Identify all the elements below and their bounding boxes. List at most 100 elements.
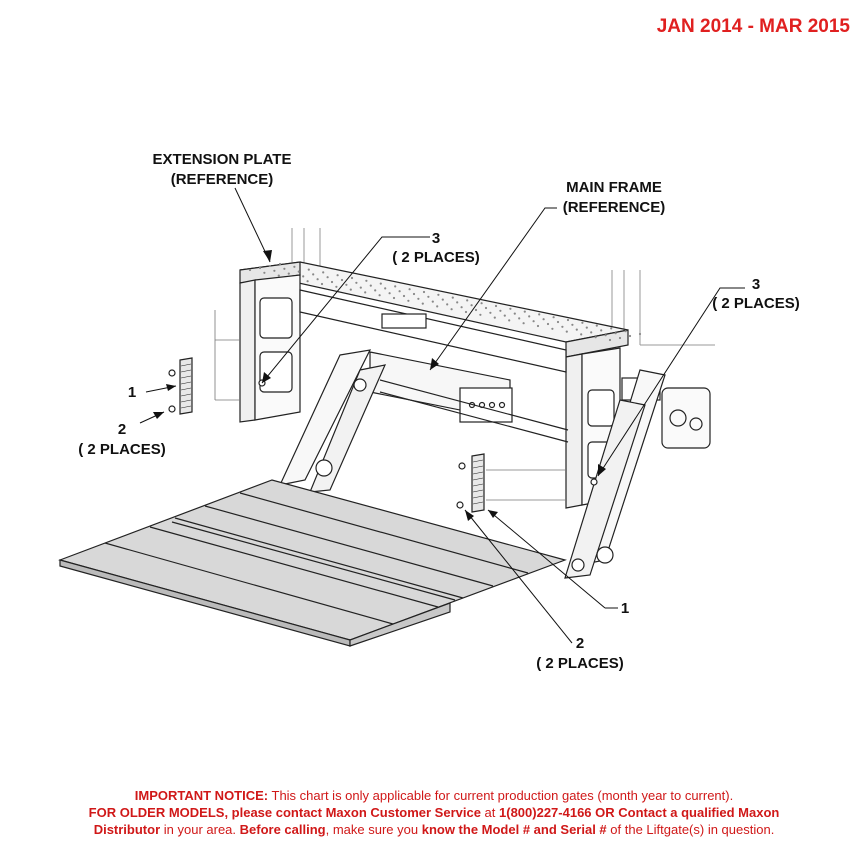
plate-dimple: [322, 271, 325, 274]
notice-line-1: IMPORTANT NOTICE: This chart is only app…: [0, 787, 868, 804]
plate-dimple: [503, 314, 506, 317]
plate-dimple: [427, 295, 430, 298]
plate-dimple: [379, 282, 382, 285]
plate-dimple: [258, 266, 262, 270]
plate-dimple: [407, 299, 410, 302]
notice-phone: 1(800)227-4166 OR Contact a qualified Ma…: [499, 805, 780, 820]
plate-dimple: [408, 288, 411, 291]
plate-dimple: [388, 292, 391, 295]
label-item3-left: 3: [432, 230, 440, 247]
plate-dimple: [421, 302, 424, 305]
label-item2-left: 2: [118, 421, 126, 438]
plate-dimple: [595, 324, 598, 327]
plate-dimple: [378, 294, 381, 297]
main-frame: [299, 289, 567, 423]
plate-dimple: [417, 297, 420, 300]
plate-dimple: [263, 271, 266, 274]
plate-dimple: [600, 329, 603, 332]
platform: [58, 479, 567, 647]
plate-dimple: [446, 303, 449, 306]
plate-dimple: [422, 290, 426, 294]
plate-dimple: [518, 317, 521, 320]
date-range-header: JAN 2014 - MAR 2015: [656, 16, 850, 37]
notice-line-3-text-b: , make sure you: [325, 822, 422, 837]
plate-dimple: [456, 301, 459, 304]
plate-dimple: [340, 278, 344, 282]
plate-dimple: [513, 312, 516, 315]
notice-line-3: Distributor in your area. Before calling…: [0, 821, 868, 838]
plate-dimple: [480, 302, 483, 305]
plate-dimple: [538, 313, 541, 316]
plate-dimple: [297, 270, 300, 273]
plate-dimple: [450, 308, 453, 311]
plate-dimple: [585, 326, 588, 329]
label-main-frame: MAIN FRAME: [566, 179, 662, 196]
plate-dimple: [499, 309, 502, 312]
plate-dimple: [374, 289, 377, 292]
plate-dimple: [608, 338, 612, 342]
plate-dimple: [464, 310, 468, 314]
plate-dimple: [556, 320, 560, 324]
plate-dimple: [581, 321, 584, 324]
notice-older-models: FOR OLDER MODELS, please contact Maxon C…: [88, 805, 481, 820]
plate-dimple: [441, 298, 444, 301]
plate-dimple: [306, 280, 309, 283]
plate-dimple: [522, 322, 525, 325]
plate-dimple: [523, 310, 526, 313]
pad-right: [471, 453, 485, 513]
plate-dimple: [355, 281, 358, 284]
plate-dimple: [460, 306, 463, 309]
plate-dimple: [345, 283, 348, 286]
notice-distributor: Distributor: [93, 822, 161, 837]
plate-dimple: [350, 276, 354, 280]
plate-dimple: [561, 325, 564, 328]
plate-dimple: [349, 288, 352, 291]
plate-dimple: [493, 316, 496, 319]
plate-dimple: [604, 334, 607, 337]
notice-model-serial: know the Model # and Serial #: [421, 822, 607, 837]
plate-dimple: [359, 286, 362, 289]
plate-dimple: [590, 331, 593, 334]
label-item3-left-places: ( 2 PLACES): [392, 249, 480, 266]
plate-dimple: [565, 330, 568, 333]
plate-dimple: [302, 275, 305, 278]
plate-dimple: [542, 318, 545, 321]
plate-dimple: [402, 294, 406, 298]
plate-dimple: [312, 273, 315, 276]
plate-dimple: [293, 265, 296, 268]
plate-dimple: [437, 293, 440, 296]
plate-dimple: [532, 320, 535, 323]
label-item2-right-places: ( 2 PLACES): [536, 655, 624, 672]
plate-dimple: [283, 267, 286, 270]
label-item2-left-places: ( 2 PLACES): [78, 441, 166, 458]
plate-dimple: [624, 330, 627, 333]
notice-line-1-text: This chart is only applicable for curren…: [268, 788, 734, 803]
leader-lines: [139, 187, 745, 644]
plate-dimple: [614, 332, 617, 335]
plate-dimple: [278, 262, 282, 266]
plate-dimple: [628, 334, 632, 338]
plate-dimple: [392, 296, 396, 300]
plate-dimple: [451, 296, 454, 299]
plate-dimple: [551, 327, 554, 330]
label-item3-right: 3: [752, 276, 760, 293]
label-extension-plate: EXTENSION PLATE: [153, 151, 292, 168]
screws: [168, 369, 598, 509]
plate-dimple: [571, 323, 574, 326]
plate-dimple: [566, 318, 570, 322]
plate-dimple: [470, 304, 473, 307]
left-bracket: [239, 274, 301, 423]
plate-dimple: [316, 278, 319, 281]
important-notice: IMPORTANT NOTICE: This chart is only app…: [0, 787, 868, 838]
plate-dimple: [248, 268, 252, 272]
notice-line-3-text-a: in your area.: [160, 822, 240, 837]
plate-dimple: [398, 290, 401, 293]
pad-left: [179, 357, 193, 415]
plate-dimple: [277, 274, 280, 277]
plate-dimple: [494, 304, 498, 308]
plate-dimple: [394, 285, 397, 288]
plate-dimple: [330, 280, 334, 284]
plate-dimple: [479, 313, 482, 316]
label-item1-left: 1: [128, 384, 136, 401]
plate-dimple: [546, 322, 550, 326]
